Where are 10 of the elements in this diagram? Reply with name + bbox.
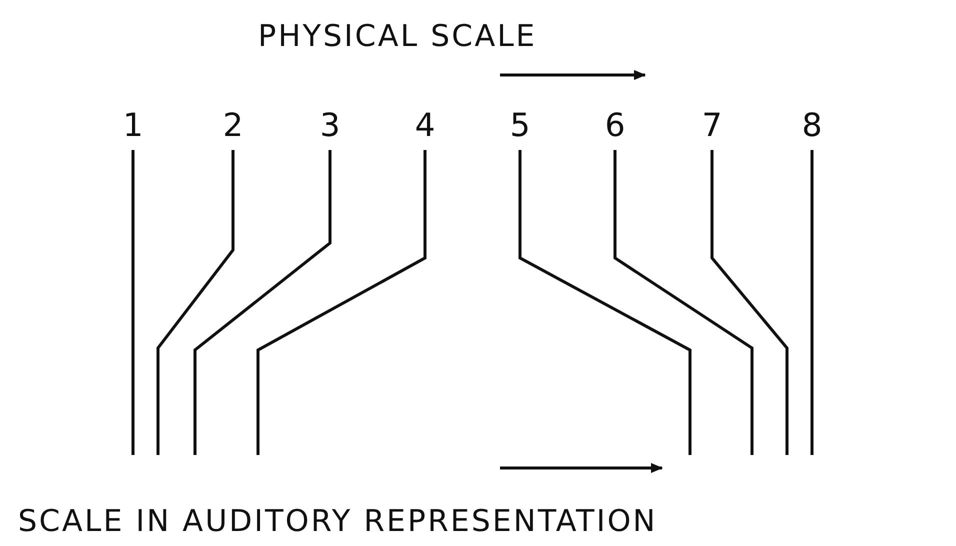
scale-number: 7 (702, 108, 722, 142)
scale-caption: SCALE IN AUDITORY REPRESENTATION (18, 505, 658, 539)
scale-title: PHYSICAL SCALE (258, 20, 537, 54)
scale-number: 1 (122, 108, 144, 142)
scale-number: 4 (414, 108, 436, 142)
scale-number: 6 (604, 108, 626, 142)
scale-number: 3 (320, 108, 340, 142)
scale-number: 5 (510, 108, 530, 142)
scale-number: 2 (222, 108, 244, 142)
scale-number: 8 (802, 108, 822, 142)
